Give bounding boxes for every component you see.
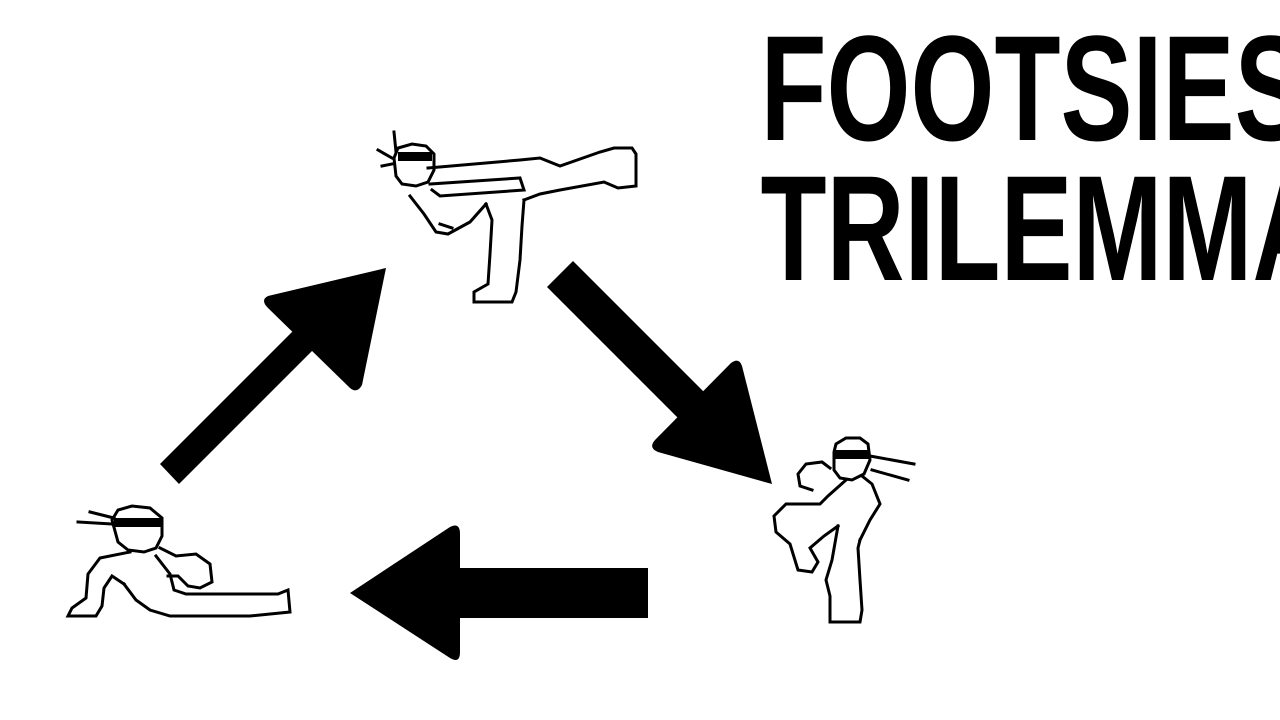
title-line-1: FOOTSIES	[760, 4, 1280, 172]
crouching-fighter	[65, 504, 292, 618]
arrow-down-right	[547, 261, 772, 484]
arrow-up-right	[160, 268, 386, 484]
knee-fighter	[772, 436, 916, 624]
title: FOOTSIES TRILEMMA	[676, 4, 1280, 312]
arrow-left	[350, 525, 648, 660]
title-line-2: TRILEMMA	[760, 144, 1280, 312]
high-kick-fighter	[375, 130, 638, 304]
